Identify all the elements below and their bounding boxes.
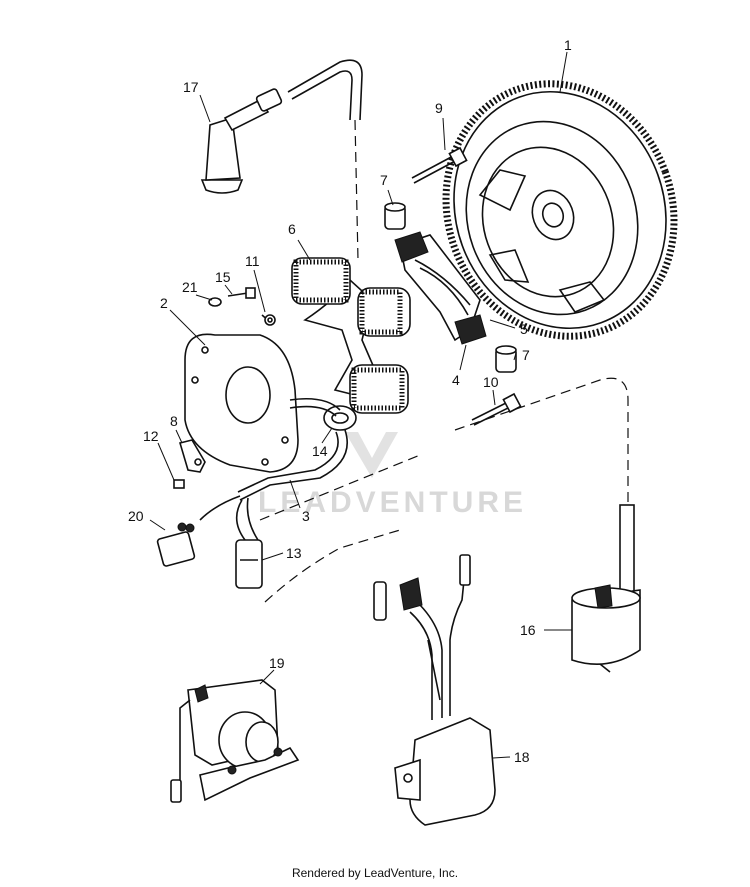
callout-12: 12 <box>143 428 159 444</box>
leader-19 <box>259 669 275 685</box>
leader-17 <box>199 94 211 123</box>
connector-13 <box>235 539 263 589</box>
stator <box>291 257 411 414</box>
cdi-unit-18 <box>373 554 496 826</box>
callout-21: 21 <box>182 279 198 295</box>
leader-4 <box>459 344 467 371</box>
leader-14 <box>321 427 333 444</box>
leader-20 <box>149 519 166 531</box>
coil-middle <box>357 287 411 337</box>
callout-20: 20 <box>128 508 144 524</box>
leader-10 <box>492 389 496 406</box>
screw-11 <box>261 314 276 326</box>
callout-7a: 7 <box>380 172 388 188</box>
callout-9: 9 <box>435 100 443 116</box>
callout-16: 16 <box>520 622 536 638</box>
harness-path <box>259 454 421 521</box>
base-plate <box>184 333 299 473</box>
callout-17: 17 <box>183 79 199 95</box>
leader-9 <box>442 117 446 151</box>
footer-credit: Rendered by LeadVenture, Inc. <box>291 866 459 880</box>
callout-4: 4 <box>452 372 460 388</box>
ignition-coil-16 <box>571 504 641 673</box>
leader-7b <box>513 352 517 361</box>
callout-15: 15 <box>215 269 231 285</box>
callout-14: 14 <box>312 443 328 459</box>
leader-13 <box>261 552 284 561</box>
callout-5: 5 <box>520 321 528 337</box>
leader-11 <box>253 269 266 313</box>
callout-6: 6 <box>288 221 296 237</box>
coupler-20 <box>156 522 196 567</box>
watermark-logo-icon <box>345 432 398 478</box>
screw-15 <box>227 287 256 299</box>
callout-8: 8 <box>170 413 178 429</box>
clamp-8 <box>178 439 206 473</box>
leader-15 <box>224 284 233 295</box>
coil-bottom <box>349 364 409 414</box>
coil-top <box>291 257 351 305</box>
wire-harness-3 <box>199 397 349 541</box>
solenoid-19 <box>170 679 300 803</box>
leader-3 <box>289 479 301 509</box>
leader-7a <box>387 189 394 206</box>
callout-1: 1 <box>564 37 572 53</box>
leader-18 <box>492 756 511 759</box>
callout-13: 13 <box>286 545 302 561</box>
callout-10: 10 <box>483 374 499 390</box>
callout-2: 2 <box>160 295 168 311</box>
ground-wire-path <box>454 377 629 505</box>
leader-8 <box>175 429 183 444</box>
leader-1 <box>559 51 568 93</box>
watermark-text: LEADVENTURE <box>258 486 527 519</box>
callout-3: 3 <box>302 508 310 524</box>
bolt-10 <box>471 392 522 426</box>
callout-18: 18 <box>514 749 530 765</box>
ignition-lead-path <box>354 119 359 261</box>
spacer-7-bottom <box>495 345 517 373</box>
callout-7b: 7 <box>522 347 530 363</box>
bolt-9 <box>411 146 468 184</box>
callout-11: 11 <box>245 253 260 269</box>
callout-19: 19 <box>269 655 285 671</box>
spacer-7-top <box>384 202 406 230</box>
pulser-coil <box>394 231 487 345</box>
lower-routing-path <box>264 529 401 603</box>
leader-21 <box>195 294 213 301</box>
plug-cap-17 <box>200 59 363 194</box>
flywheel <box>442 80 678 340</box>
leader-12 <box>157 442 175 481</box>
leader-6 <box>297 239 311 261</box>
screw-12 <box>173 479 185 489</box>
leader-5 <box>489 319 516 329</box>
leader-2 <box>169 309 206 346</box>
